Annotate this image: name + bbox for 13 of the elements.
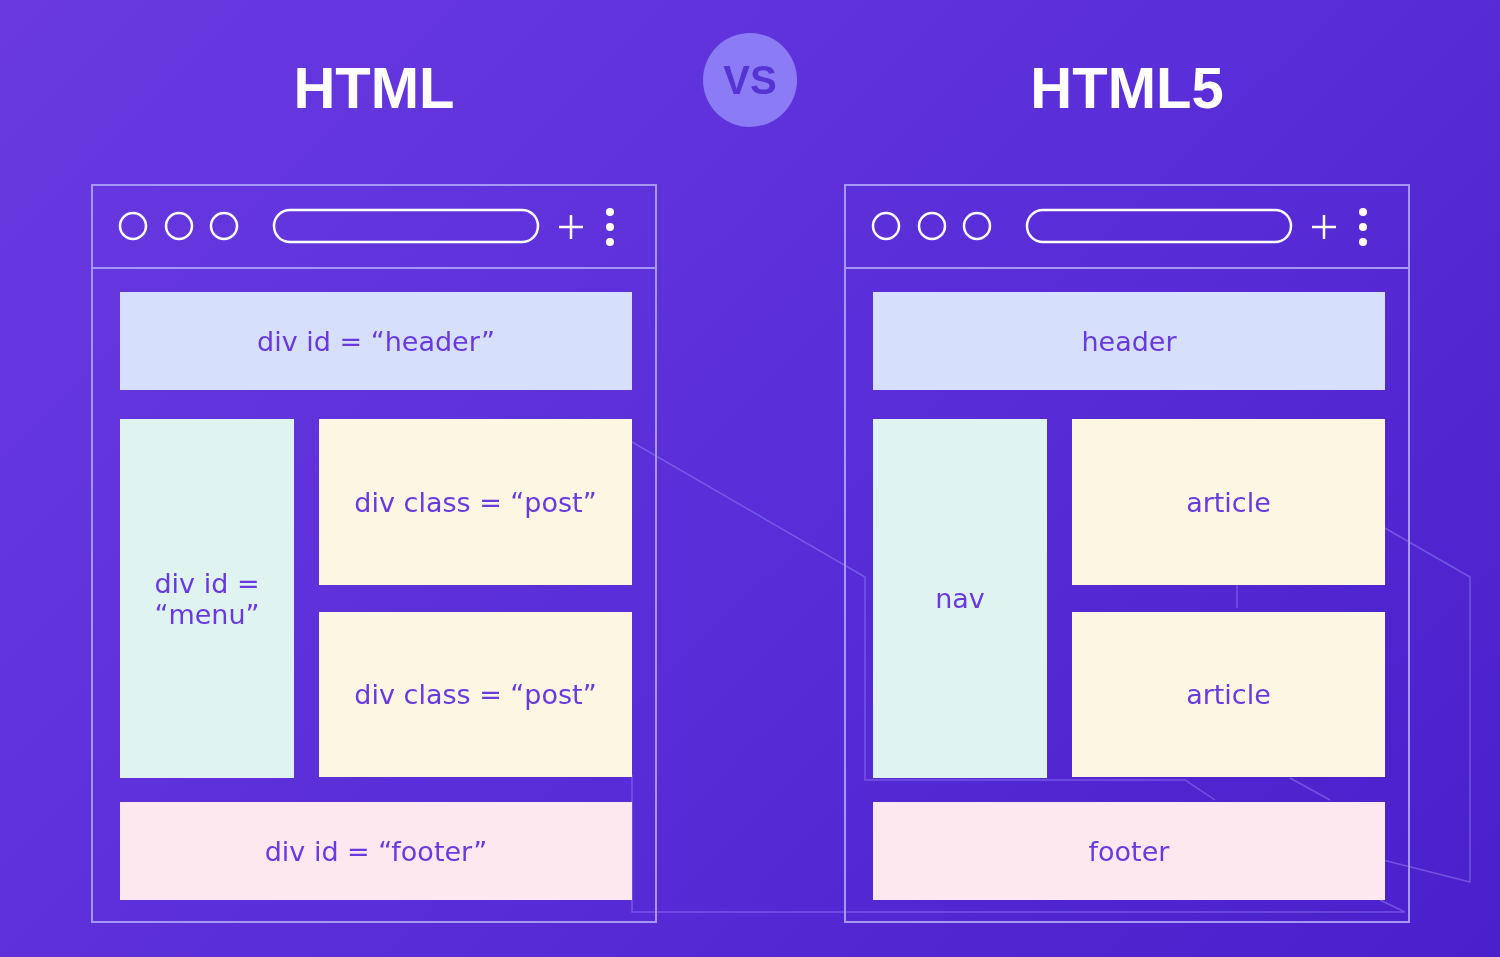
heading: HTML5 xyxy=(1029,54,1225,121)
layout-block: div id = “header” xyxy=(120,292,632,390)
layout-block: div id = “footer” xyxy=(120,802,632,900)
layout-block: article xyxy=(1072,419,1385,585)
layout-block: div class = “post” xyxy=(319,612,632,777)
heading: HTML xyxy=(292,54,456,121)
layout-block: nav xyxy=(873,419,1047,778)
layout-block: article xyxy=(1072,612,1385,777)
layout-block: div class = “post” xyxy=(319,419,632,585)
layout-block: div id = “menu” xyxy=(120,419,294,778)
versus-badge: VS xyxy=(703,33,797,127)
layout-block: header xyxy=(873,292,1385,390)
layout-block: footer xyxy=(873,802,1385,900)
